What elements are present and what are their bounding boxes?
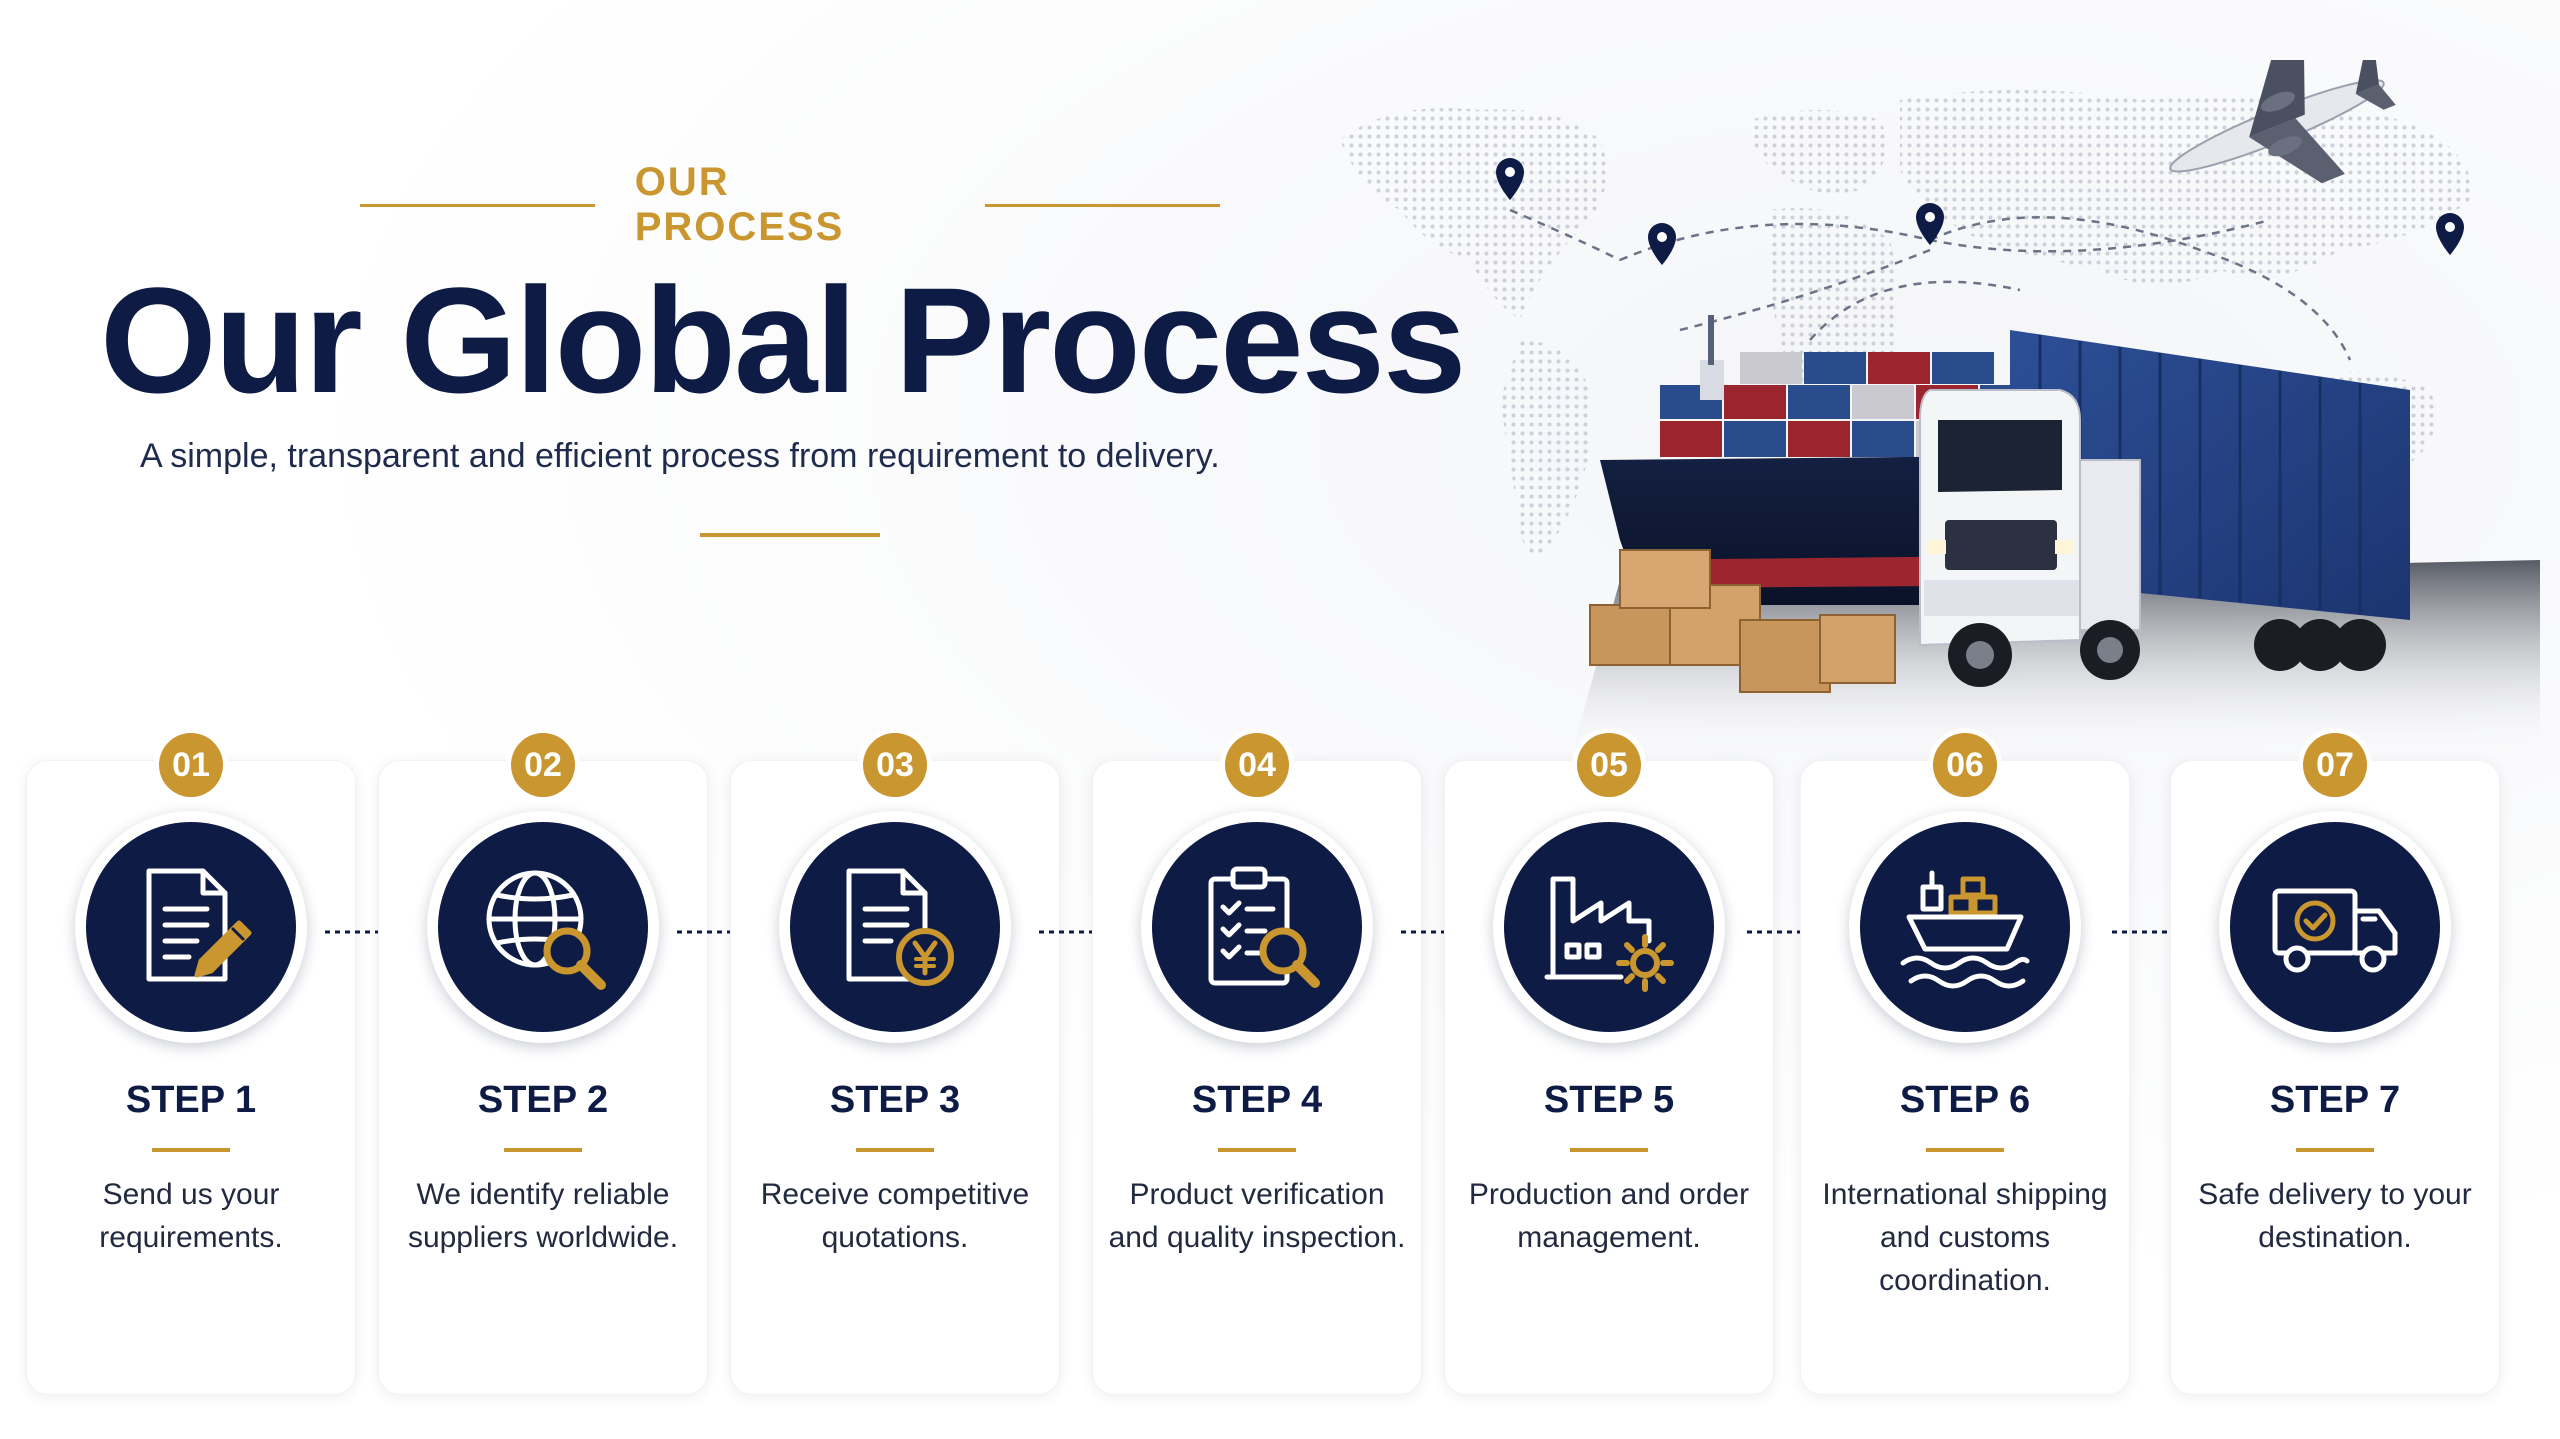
step-card-3: 03 STEP 3: [730, 733, 1060, 1395]
step-divider: [152, 1148, 230, 1152]
step-card-2: 02 STEP 2 We identify reliable suppl: [378, 733, 708, 1395]
world-map-logistics-illustration: [1340, 60, 2540, 760]
step-card-6: 06 S: [1800, 733, 2130, 1395]
step-divider: [1570, 1148, 1648, 1152]
step-divider: [2296, 1148, 2374, 1152]
step-label: STEP 1: [125, 1079, 257, 1121]
step-divider: [856, 1148, 934, 1152]
step-number-badge: 05: [1577, 733, 1641, 797]
eyebrow-rule-left: [360, 203, 595, 207]
step-number-badge: 03: [863, 733, 927, 797]
step-label: STEP 6: [1899, 1079, 2031, 1121]
step-description: International shipping and customs coord…: [1822, 1178, 2108, 1297]
title-divider: [700, 533, 880, 537]
step-number-badge: 02: [511, 733, 575, 797]
page-subtitle: A simple, transparent and efficient proc…: [140, 437, 1220, 475]
location-pins: [1496, 158, 2464, 265]
cardboard-boxes: [1589, 549, 1896, 693]
step-card-5: 05: [1444, 733, 1774, 1395]
delivery-truck-icon: [2272, 888, 2398, 973]
eyebrow: OUR PROCESS: [360, 160, 1220, 249]
cargo-ship-icon: [1900, 870, 2030, 989]
truck-illustration: [1919, 330, 2410, 687]
step-number-badge: 04: [1225, 733, 1289, 797]
document-pencil-icon: [146, 868, 252, 982]
process-steps: 01 STEP 1 Send us your: [26, 733, 2516, 1400]
step-icon-ring: [75, 811, 307, 1043]
step-label: STEP 2: [477, 1079, 609, 1121]
step-description: Safe delivery to your destination.: [2198, 1178, 2472, 1254]
step-description: Product verification and quality inspect…: [1108, 1178, 1406, 1254]
step-divider: [1926, 1148, 2004, 1152]
globe-search-icon: [486, 870, 606, 990]
document-yen-icon: [846, 868, 954, 986]
clipboard-inspection-icon: [1208, 866, 1320, 988]
step-number-badge: 06: [1933, 733, 1997, 797]
step-icon-ring: [1849, 811, 2081, 1043]
step-label: STEP 3: [829, 1079, 961, 1121]
step-number-badge: 07: [2303, 733, 2367, 797]
step-divider: [504, 1148, 582, 1152]
step-divider: [1218, 1148, 1296, 1152]
step-card-7: 07 STEP 7 Safe delivery to your dest: [2170, 733, 2500, 1395]
step-icon-ring: [427, 811, 659, 1043]
step-description: Production and order management.: [1468, 1178, 1750, 1254]
step-description: Receive competitive quotations.: [760, 1178, 1030, 1254]
step-label: STEP 5: [1543, 1079, 1675, 1121]
step-icon-ring: [779, 811, 1011, 1043]
step-card-4: 04 STEP 4: [1092, 733, 1422, 1395]
page-title: Our Global Process: [100, 256, 1466, 424]
step-number-badge: 01: [159, 733, 223, 797]
eyebrow-rule-right: [985, 203, 1220, 207]
eyebrow-label: OUR PROCESS: [634, 160, 845, 249]
step-icon-ring: [1493, 811, 1725, 1043]
step-icon-ring: [2219, 811, 2451, 1043]
step-card-1: 01 STEP 1 Send us your: [26, 733, 356, 1395]
step-icon-ring: [1141, 811, 1373, 1043]
step-description: Send us your requirements.: [99, 1178, 283, 1254]
airplane-icon: [2169, 60, 2396, 184]
factory-gear-icon: [1544, 876, 1674, 992]
step-label: STEP 4: [1191, 1079, 1323, 1121]
step-description: We identify reliable suppliers worldwide…: [407, 1178, 679, 1254]
step-label: STEP 7: [2269, 1079, 2401, 1121]
